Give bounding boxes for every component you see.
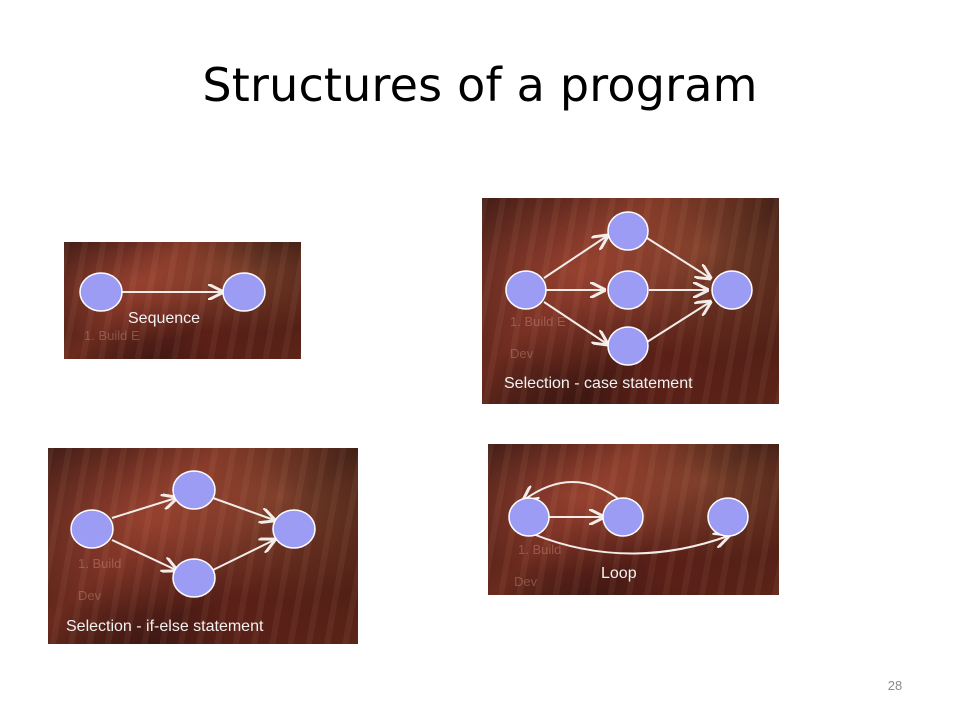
case-caption: Selection - case statement <box>504 375 693 392</box>
ifelse-caption: Selection - if-else statement <box>66 618 264 635</box>
edge-case-6 <box>646 302 710 343</box>
node-loop-1 <box>508 497 550 537</box>
edge-if-3 <box>212 497 274 520</box>
node-if-false <box>172 558 216 598</box>
edge-if-1 <box>111 498 176 519</box>
edge-if-4 <box>212 540 274 571</box>
node-seq-1 <box>79 272 123 312</box>
node-if-end <box>272 509 316 549</box>
node-if-true <box>172 470 216 510</box>
node-case-start <box>505 270 547 310</box>
case-diagram: 1. Build E Dev Selection - case statemen… <box>482 198 779 404</box>
node-if-start <box>70 509 114 549</box>
edge-case-1 <box>543 236 607 279</box>
edge-loop-back <box>524 481 621 500</box>
node-seq-2 <box>222 272 266 312</box>
slide-title: Structures of a program <box>202 58 758 112</box>
node-loop-2 <box>602 497 644 537</box>
edge-if-2 <box>111 539 176 570</box>
page-number: 28 <box>887 678 903 693</box>
node-case-end <box>711 270 753 310</box>
edge-case-3 <box>543 301 607 344</box>
sequence-diagram: 1. Build E Sequence <box>64 242 301 359</box>
loop-caption: Loop <box>601 565 637 582</box>
node-loop-3 <box>707 497 749 537</box>
edge-case-4 <box>646 237 710 278</box>
edge-loop-exit <box>532 534 728 555</box>
sequence-caption: Sequence <box>128 310 201 327</box>
loop-diagram: 1. Build Dev Loop <box>488 444 779 595</box>
node-case-mid <box>607 270 649 310</box>
node-case-top <box>607 211 649 251</box>
node-case-bottom <box>607 326 649 366</box>
ifelse-diagram: 1. Build Dev Selection - if-else stateme… <box>48 448 358 644</box>
